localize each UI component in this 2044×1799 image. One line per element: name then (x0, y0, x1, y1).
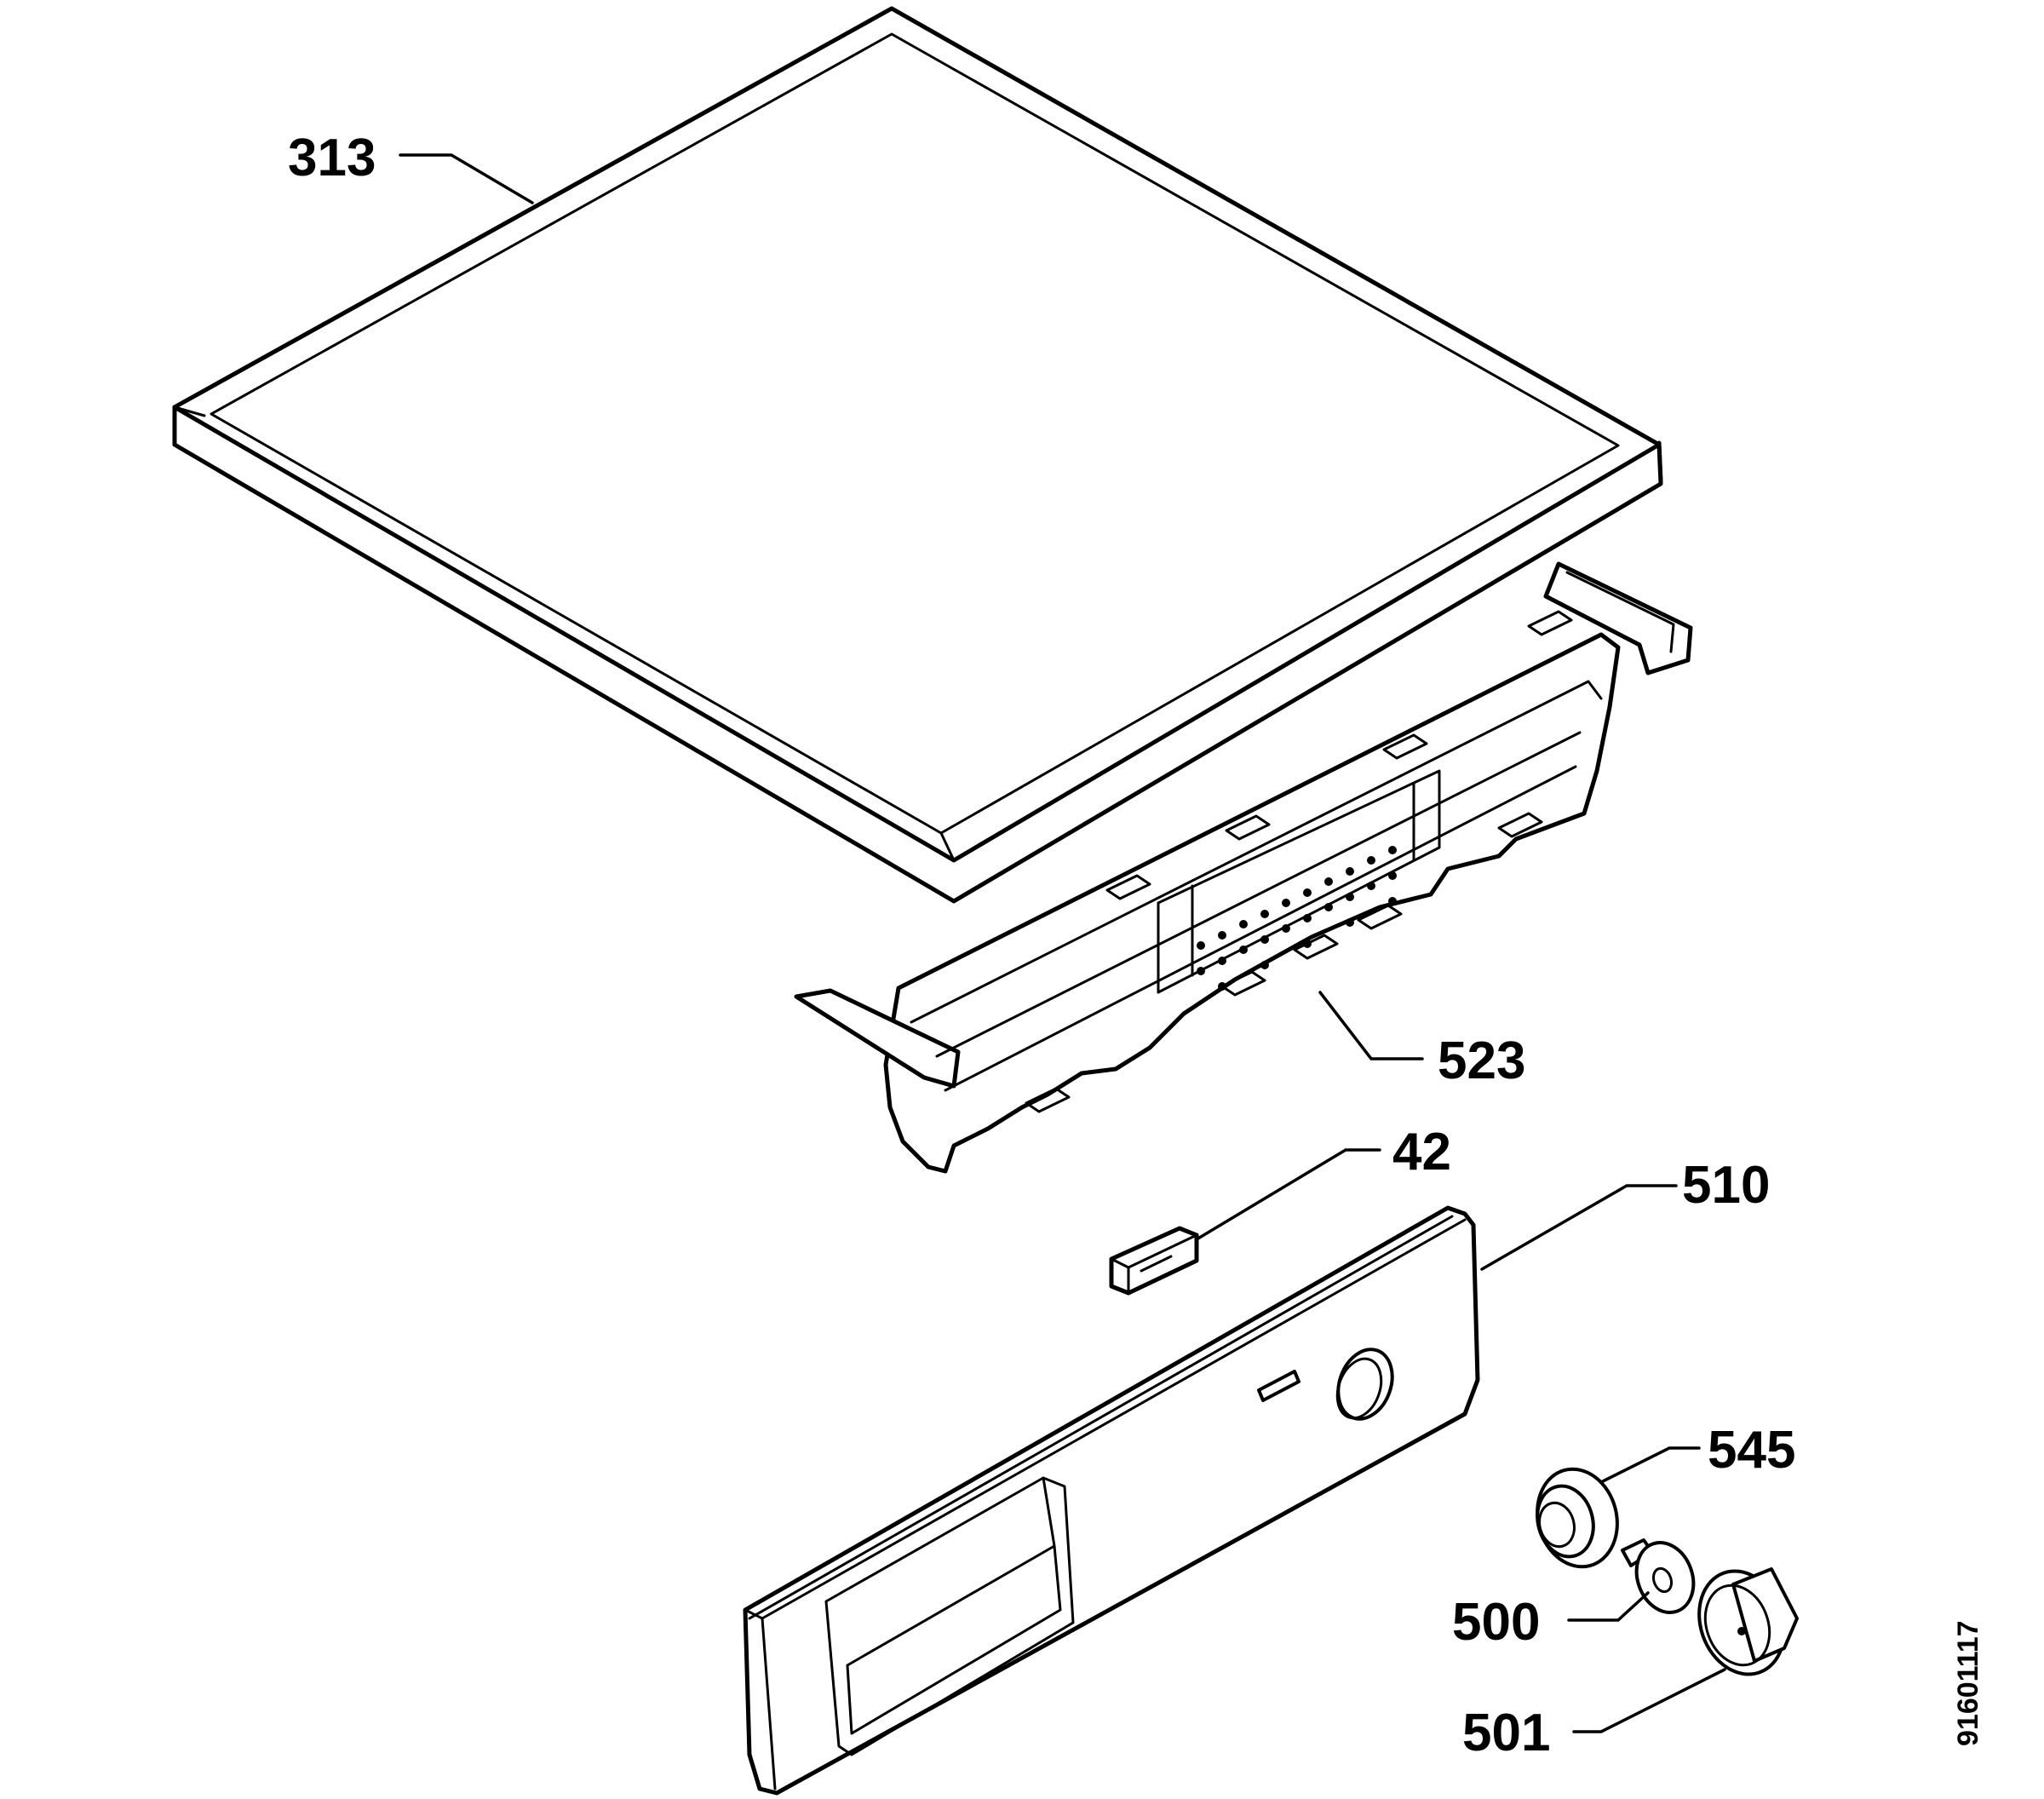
clip-part-42 (1109, 1226, 1199, 1296)
callout-42: 42 (1392, 1123, 1451, 1181)
panel-bracket-part-523 (794, 561, 1693, 1174)
callout-510: 510 (1682, 1156, 1770, 1215)
callout-313: 313 (288, 129, 376, 187)
top-cover-part-313 (172, 6, 1663, 904)
leader-lines (399, 153, 1726, 1733)
mounting-slots (1025, 610, 1573, 1113)
callout-545: 545 (1708, 1421, 1795, 1480)
callout-500: 500 (1452, 1593, 1540, 1652)
control-panel-part-510 (743, 1205, 1480, 1796)
control-knob-part-501 (1697, 1567, 1799, 1676)
callout-523: 523 (1438, 1032, 1525, 1090)
spindle-part-500 (1621, 1538, 1696, 1614)
document-number: 91601117 (1952, 1620, 1984, 1746)
callout-501: 501 (1462, 1704, 1550, 1762)
bezel-ring-part-545 (1536, 1467, 1619, 1569)
ventilation-holes (1197, 846, 1397, 991)
